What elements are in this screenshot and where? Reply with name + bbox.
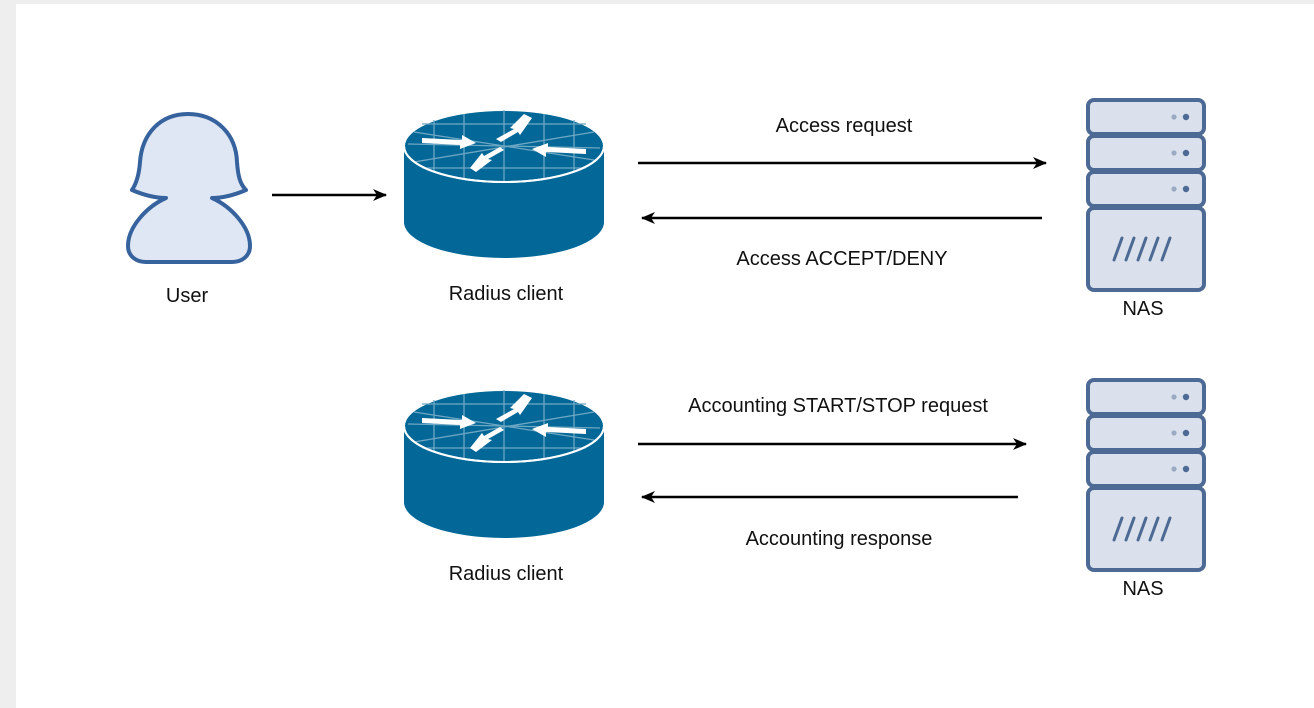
top-border bbox=[0, 0, 1314, 4]
radius-client-2-label: Radius client bbox=[449, 563, 564, 585]
left-border bbox=[0, 0, 16, 708]
nas-1-label: NAS bbox=[1122, 298, 1163, 320]
user-icon bbox=[126, 112, 252, 264]
nas-2-label: NAS bbox=[1122, 578, 1163, 600]
radius-client-1-label: Radius client bbox=[449, 283, 564, 305]
router-icon bbox=[403, 389, 605, 539]
accounting-request-label: Accounting START/STOP request bbox=[688, 395, 988, 417]
user-label: User bbox=[166, 285, 209, 307]
accounting-response-label: Accounting response bbox=[746, 528, 933, 550]
router-icon bbox=[403, 109, 605, 259]
access-request-label: Access request bbox=[776, 115, 913, 137]
server-icon bbox=[1086, 98, 1206, 292]
access-response-label: Access ACCEPT/DENY bbox=[736, 248, 947, 270]
server-icon bbox=[1086, 378, 1206, 572]
